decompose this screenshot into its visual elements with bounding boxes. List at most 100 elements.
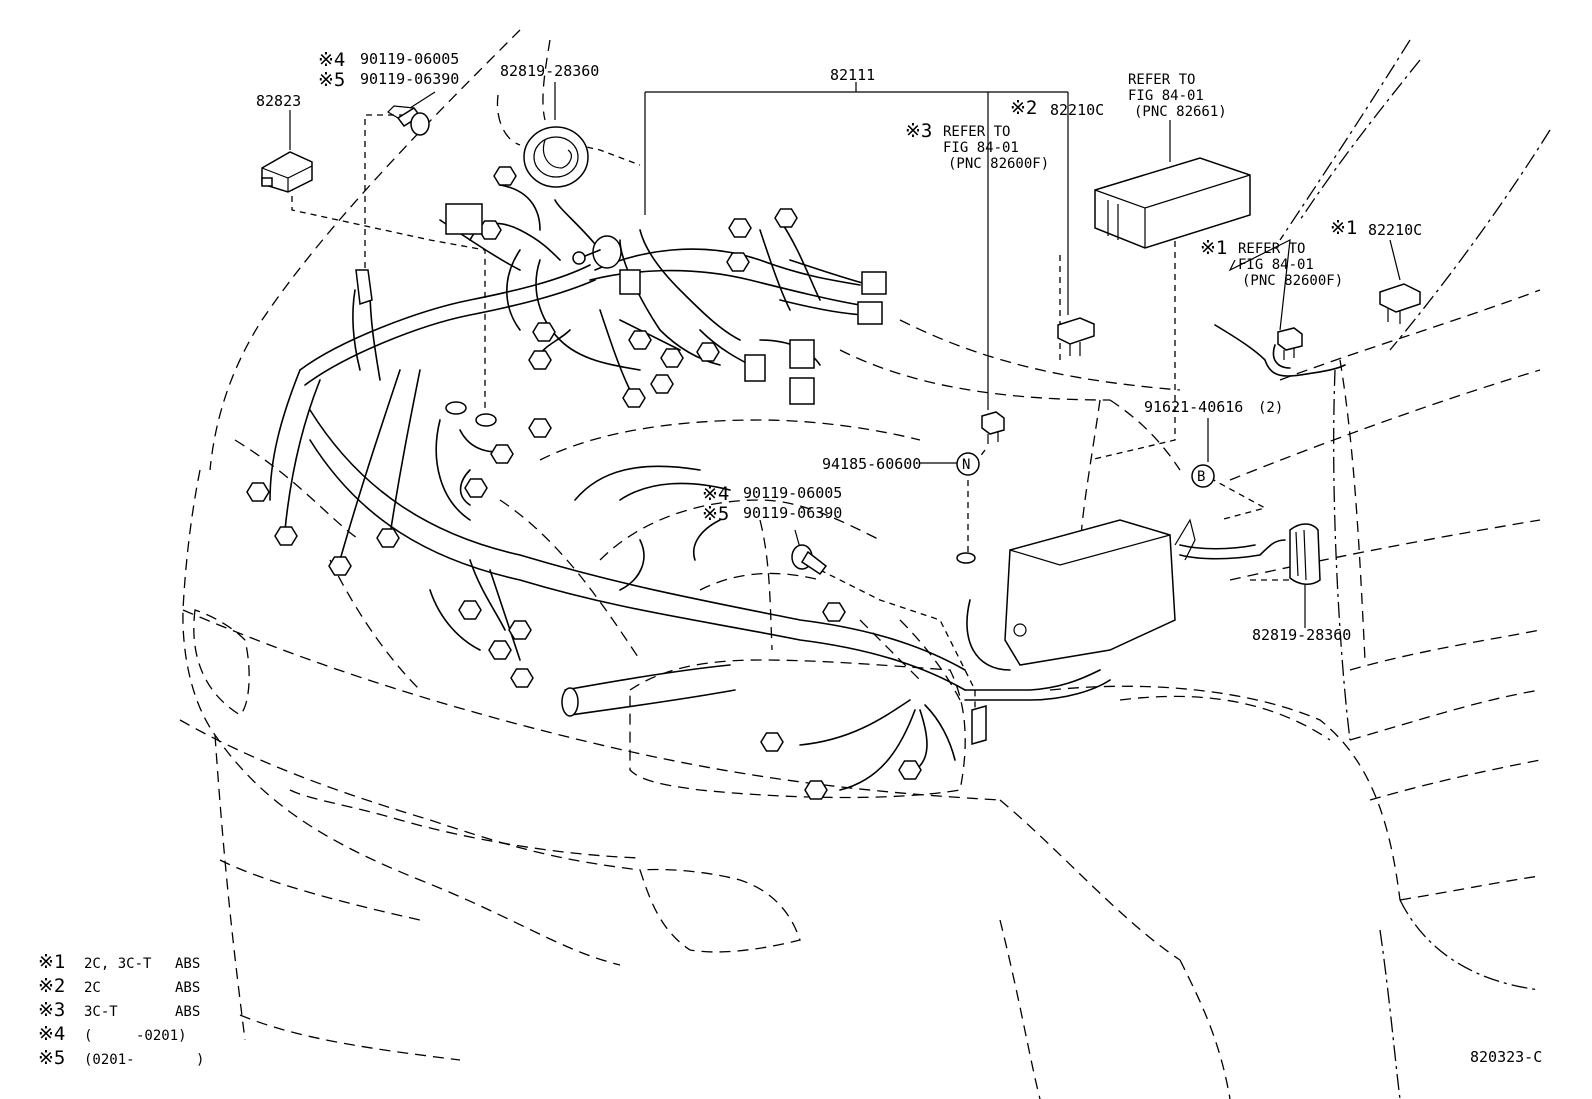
connector-hex — [696, 342, 720, 362]
relay-box — [1094, 157, 1251, 249]
connector-hex — [628, 330, 652, 350]
connector-hex — [328, 556, 352, 576]
connector-hex — [622, 388, 646, 408]
junction-block — [1004, 518, 1196, 666]
label-relay2-pn: 82210C — [1050, 101, 1104, 119]
clip-b: B — [1191, 464, 1215, 488]
connector-hex — [822, 602, 846, 622]
connector-hex — [726, 252, 750, 272]
connector-block — [744, 354, 766, 382]
intake-pipe — [572, 235, 622, 269]
figure-id: 820323-C — [1470, 1048, 1542, 1066]
connector-hex — [528, 418, 552, 438]
label-ref1-mark: ※1 — [1200, 237, 1227, 259]
label-ref1-2: FIG 84-01 — [1238, 257, 1314, 273]
callout-lines — [289, 82, 1401, 628]
fuse-ref-3 — [981, 411, 1005, 444]
label-ref3-2: FIG 84-01 — [943, 140, 1019, 156]
legend-spec: -0201) — [136, 1028, 187, 1044]
legend-spec: ABS — [175, 1004, 200, 1020]
connector-block — [789, 339, 815, 369]
legend-engine: 2C — [84, 980, 101, 996]
label-ref3-mark: ※3 — [905, 120, 932, 142]
label-bolt-mid-pn4: 90119-06005 — [743, 484, 842, 502]
label-box-ref-2: FIG 84-01 — [1128, 88, 1204, 104]
legend-mark: ※5 — [38, 1047, 65, 1069]
connector-hex — [774, 208, 798, 228]
label-bolt-top-pn5: 90119-06390 — [360, 70, 459, 88]
connector-hex — [508, 620, 532, 640]
legend-mark: ※2 — [38, 975, 65, 997]
legend-engine: (0201- — [84, 1052, 135, 1068]
connector-hex — [650, 374, 674, 394]
connector-block — [789, 377, 815, 405]
clip-n-symbol: N — [962, 457, 970, 473]
label-clip-n: 94185-60600 — [822, 455, 921, 473]
connector-hex — [493, 166, 517, 186]
legend-spec: ABS — [175, 980, 200, 996]
legend-spec: ABS — [175, 956, 200, 972]
connectors — [246, 166, 1150, 800]
connector-hex — [510, 668, 534, 688]
legend-spec: ) — [196, 1052, 204, 1068]
connector-hex — [246, 482, 270, 502]
callout-labels: 82111 82819-28360 82823 ※4 90119-06005 ※… — [256, 49, 1422, 644]
label-ref3-3: (PNC 82600F) — [948, 156, 1049, 172]
connector-block — [861, 271, 887, 295]
connector-hex — [898, 760, 922, 780]
connector-hex — [528, 350, 552, 370]
connector-hex — [660, 348, 684, 368]
fuse-ref-1 — [1277, 327, 1303, 360]
clip-n: N — [956, 452, 980, 476]
relay-82823 — [261, 151, 313, 193]
label-ref1-1: REFER TO — [1238, 241, 1305, 257]
label-clip-b-qty: (2) — [1258, 400, 1283, 416]
bolt-mid — [791, 544, 828, 576]
connector-hex — [728, 218, 752, 238]
connector-hex — [490, 444, 514, 464]
bolt-top — [387, 105, 430, 136]
legend-engine: ( — [84, 1028, 92, 1044]
label-bolt-top-mark4: ※4 — [318, 49, 345, 71]
connector-hex — [760, 732, 784, 752]
label-relay2-mark: ※2 — [1010, 97, 1037, 119]
connector-hex — [464, 478, 488, 498]
grommet-top — [523, 126, 589, 188]
label-grommet-top: 82819-28360 — [500, 62, 599, 80]
connector-hex — [532, 322, 556, 342]
connector-block — [857, 301, 883, 325]
connector-block — [619, 269, 641, 295]
label-bolt-mid-mark4: ※4 — [702, 483, 729, 505]
relay-82210c-2 — [1057, 317, 1095, 356]
connector-hex — [804, 780, 828, 800]
label-grommet-right: 82819-28360 — [1252, 626, 1351, 644]
connector-hex — [458, 600, 482, 620]
connector-hex — [274, 526, 298, 546]
connector-hex — [376, 528, 400, 548]
legend-engine: 2C, 3C-T — [84, 956, 152, 972]
label-relay1-pn: 82210C — [1368, 221, 1422, 239]
harness-clips — [355, 269, 987, 745]
label-box-ref-1: REFER TO — [1128, 72, 1195, 88]
label-bolt-top-mark5: ※5 — [318, 69, 345, 91]
label-82823: 82823 — [256, 92, 301, 110]
label-ref3-1: REFER TO — [943, 124, 1010, 140]
label-bolt-top-pn4: 90119-06005 — [360, 50, 459, 68]
legend-engine: 3C-T — [84, 1004, 118, 1020]
vehicle-body-outline — [179, 29, 1551, 1099]
connector-hex — [488, 640, 512, 660]
label-relay1-mark: ※1 — [1330, 217, 1357, 239]
legend-mark: ※4 — [38, 1023, 65, 1045]
legend-mark: ※3 — [38, 999, 65, 1021]
leader-lines — [291, 114, 1300, 710]
label-bolt-mid-mark5: ※5 — [702, 503, 729, 525]
label-box-ref-3: (PNC 82661) — [1134, 104, 1227, 120]
label-bolt-mid-pn5: 90119-06390 — [743, 504, 842, 522]
label-82111: 82111 — [830, 66, 875, 84]
connector-block — [445, 203, 483, 235]
label-clip-b: 91621-40616 — [1144, 398, 1243, 416]
clip-b-symbol: B — [1197, 469, 1205, 485]
